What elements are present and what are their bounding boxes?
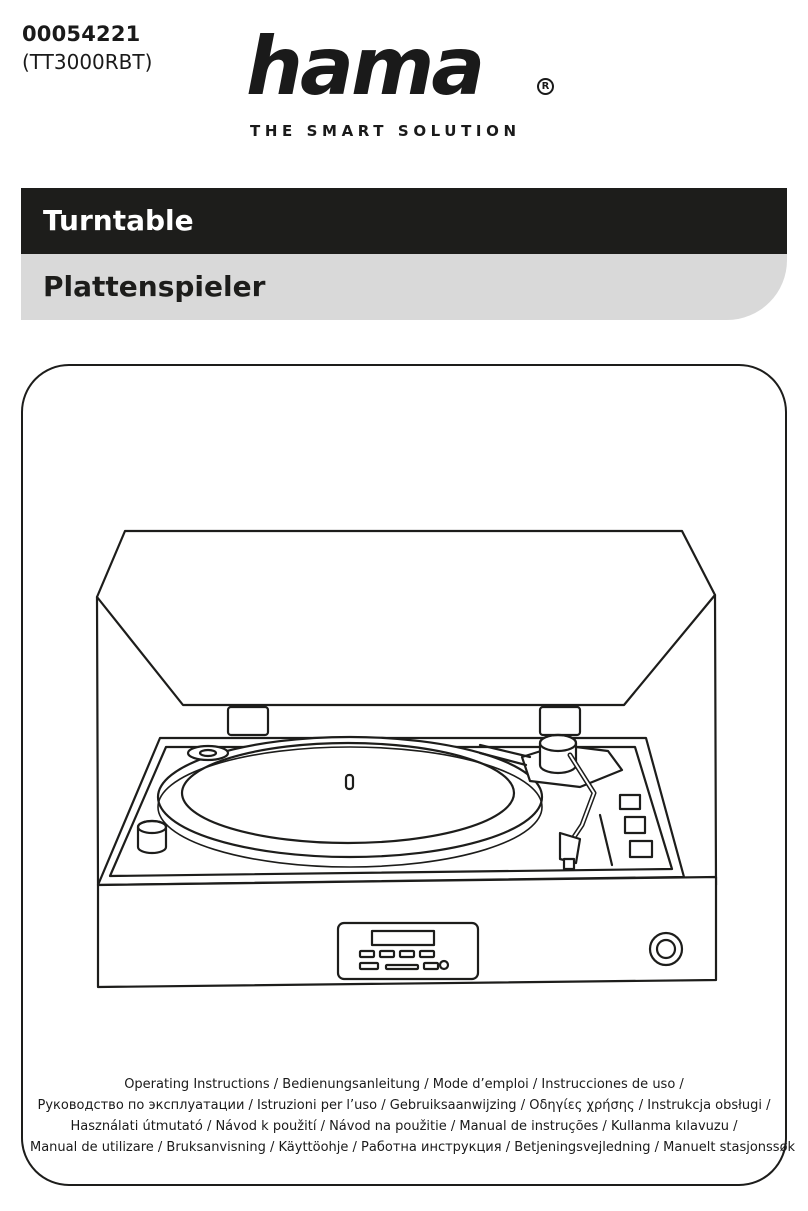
registered-mark-icon: R bbox=[537, 78, 554, 95]
turntable-illustration-icon bbox=[95, 529, 718, 989]
title-bar: Turntable bbox=[21, 188, 787, 254]
language-line: Használati útmutató / Návod k použití / … bbox=[70, 1119, 738, 1134]
logo-wordmark: hama bbox=[246, 20, 485, 113]
language-line: Руководство по эксплуатации / Istruzioni… bbox=[37, 1098, 771, 1113]
document-title: Turntable bbox=[43, 204, 194, 237]
logo-tagline: THE SMART SOLUTION bbox=[250, 122, 521, 140]
subtitle-bar: Plattenspieler bbox=[21, 254, 787, 320]
brand-logo: hama R THE SMART SOLUTION bbox=[246, 20, 566, 150]
article-number: 00054221 bbox=[22, 22, 141, 46]
illustration-frame bbox=[21, 364, 787, 1186]
language-line: Operating Instructions / Bedienungsanlei… bbox=[124, 1077, 684, 1092]
language-line: Manual de utilizare / Bruksanvisning / K… bbox=[30, 1140, 796, 1155]
model-code: (TT3000RBT) bbox=[22, 50, 153, 74]
language-list: Operating Instructions / Bedienungsanlei… bbox=[30, 1074, 796, 1158]
document-subtitle: Plattenspieler bbox=[43, 270, 266, 303]
